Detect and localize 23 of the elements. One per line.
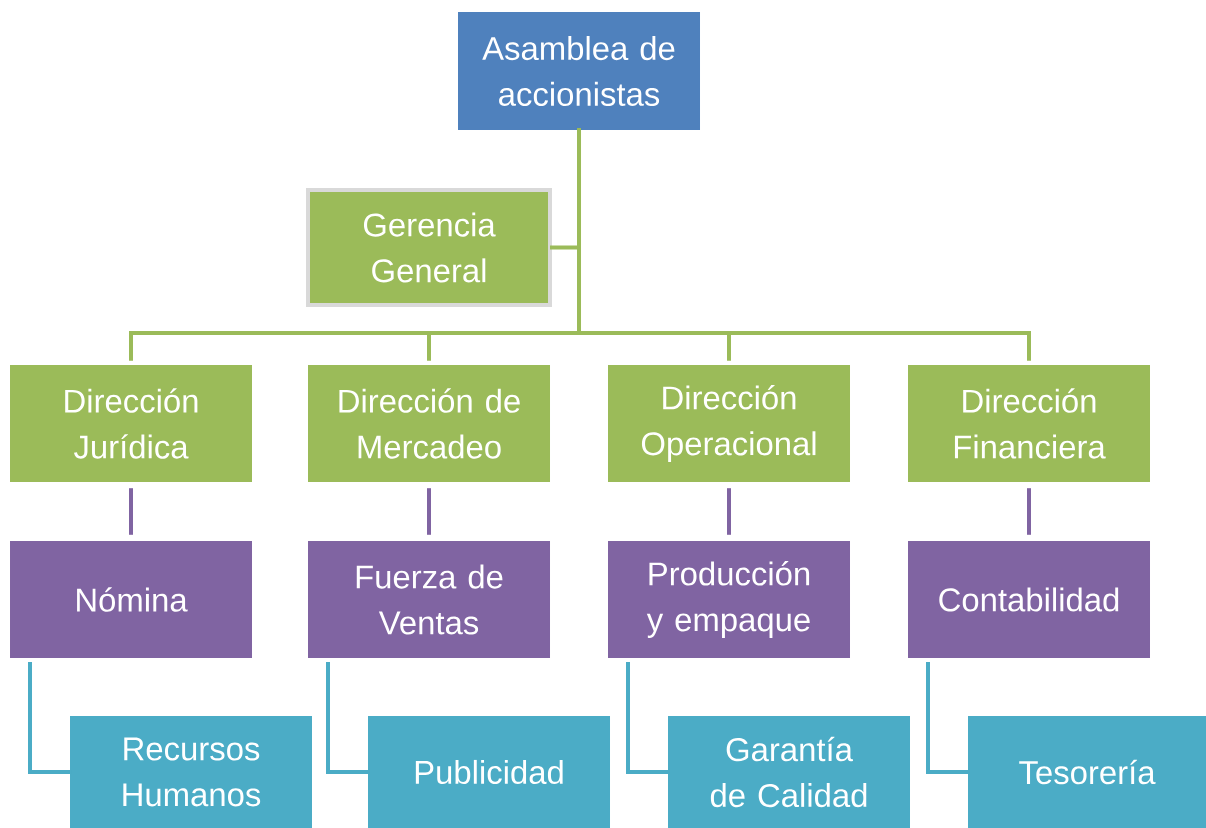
connector-line	[1027, 488, 1031, 535]
org-box: Publicidad	[368, 716, 610, 828]
connector-line	[427, 488, 431, 535]
connector-line	[626, 662, 670, 774]
org-box: Recursos Humanos	[70, 716, 312, 828]
connector-line	[28, 662, 72, 774]
org-box: Asamblea de accionistas	[458, 12, 700, 130]
org-box: Tesorería	[968, 716, 1206, 828]
connector-line	[926, 662, 970, 774]
org-box: Garantía de Calidad	[668, 716, 910, 828]
org-box: Dirección Operacional	[608, 365, 850, 482]
org-box: Gerencia General	[306, 188, 552, 307]
connector-line	[326, 662, 370, 774]
org-box: Dirección Jurídica	[10, 365, 252, 482]
org-box: Nómina	[10, 541, 252, 658]
org-box: Contabilidad	[908, 541, 1150, 658]
connector-line	[727, 488, 731, 535]
org-box: Fuerza de Ventas	[308, 541, 550, 658]
org-box: Producción y empaque	[608, 541, 850, 658]
org-box: Dirección Financiera	[908, 365, 1150, 482]
org-box: Dirección de Mercadeo	[308, 365, 550, 482]
connector-line	[577, 128, 1031, 361]
connector-line	[129, 488, 133, 535]
